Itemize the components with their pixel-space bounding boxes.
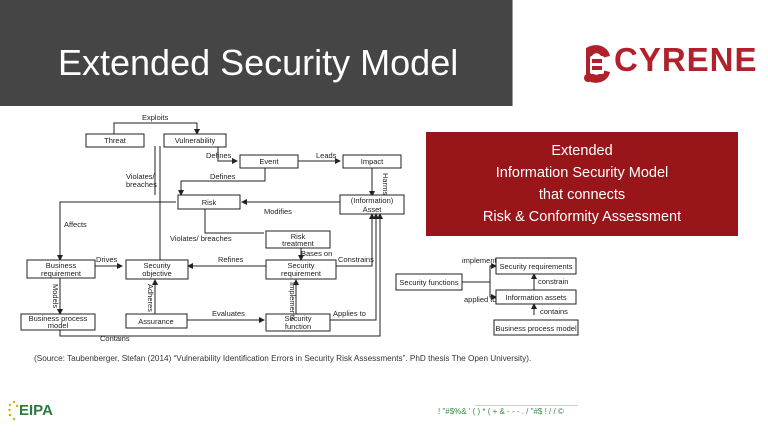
right-edge-contains: contains xyxy=(540,307,568,316)
label-event: Event xyxy=(259,157,279,166)
node-security-objective xyxy=(125,259,189,280)
label-assurance: Assurance xyxy=(138,317,173,326)
edge-label-constrains: Constrains xyxy=(338,255,374,264)
right-node-security-requirements xyxy=(495,257,577,275)
edge-label-exploits: Exploits xyxy=(142,113,169,122)
edge-label-applies-to: Applies to xyxy=(333,309,366,318)
node-security-requirement xyxy=(265,259,337,280)
label-business-requirement-1: Business xyxy=(46,261,77,270)
footer-copyright: ! "#$%& ' ( ) * ( + & - - - . / "#$ ! / … xyxy=(438,407,564,416)
right-edge-constrain: constrain xyxy=(538,277,568,286)
label-information-asset-1: (Information) xyxy=(351,196,394,205)
label-security-function-2: function xyxy=(285,322,311,331)
edge-label-violates-2: breaches xyxy=(126,180,157,189)
cyrene-logo-icon xyxy=(584,45,610,83)
label-impact: Impact xyxy=(361,157,384,166)
label-security-function-1: Security xyxy=(284,314,311,323)
callout-line-3: that connects xyxy=(538,187,626,203)
logo-text: CYRENE xyxy=(614,41,758,78)
label-risk-treatment-2: treatment xyxy=(282,239,315,248)
node-event xyxy=(239,154,299,169)
security-model-diagram: Threat Vulnerability Event Impact Risk (… xyxy=(20,113,579,343)
callout-line-4: Risk & Conformity Assessment xyxy=(482,209,682,225)
right-edge-applied-to: applied to xyxy=(464,295,497,304)
label-security-requirement-1: Security xyxy=(287,261,314,270)
node-risk-treatment xyxy=(265,230,331,249)
source-citation: (Source: Taubenberger, Stefan (2014) “Vu… xyxy=(34,354,532,363)
label-vulnerability: Vulnerability xyxy=(175,136,216,145)
edge-label-refines: Refines xyxy=(218,255,244,264)
cyrene-logo: CYRENE xyxy=(580,42,757,86)
right-label-security-functions: Security functions xyxy=(399,278,458,287)
right-label-security-requirements: Security requirements xyxy=(500,262,573,271)
node-information-asset xyxy=(339,194,405,215)
label-business-requirement-2: requirement xyxy=(41,269,82,278)
node-impact xyxy=(342,154,402,169)
node-vulnerability xyxy=(163,133,227,148)
edge-label-models: Models xyxy=(51,284,60,308)
node-security-function xyxy=(265,313,331,332)
edge-label-evaluates: Evaluates xyxy=(212,309,245,318)
node-business-process-model xyxy=(20,313,96,331)
right-node-information-assets xyxy=(495,289,577,305)
edge-label-harms: Harms xyxy=(381,173,390,195)
edge-label-defines-1: Defines xyxy=(206,151,232,160)
node-business-requirement xyxy=(26,259,96,279)
right-node-business-process-model xyxy=(493,319,579,336)
edge-label-drives: Drives xyxy=(96,255,118,264)
edge-label-adheres: Adheres xyxy=(146,284,155,312)
label-security-objective-2: objective xyxy=(142,269,172,278)
right-label-information-assets: Information assets xyxy=(505,293,567,302)
edge-label-modifies: Modifies xyxy=(264,207,292,216)
label-risk-treatment-1: Risk xyxy=(291,232,306,241)
edge-label-defines-2: Defines xyxy=(210,172,236,181)
label-security-objective-1: Security xyxy=(143,261,170,270)
right-node-security-functions xyxy=(395,273,463,291)
edge-label-violates-breaches: Violates/ breaches xyxy=(170,234,232,243)
edge-label-contains: Contains xyxy=(100,334,130,343)
right-edge-implement: implement xyxy=(462,256,498,265)
right-label-business-process-model: Business process model xyxy=(495,324,577,333)
slide-title: Extended Security Model xyxy=(58,42,459,83)
eipa-logo-icon xyxy=(8,400,19,421)
node-risk xyxy=(177,194,241,210)
label-security-requirement-2: requirement xyxy=(281,269,322,278)
node-assurance xyxy=(125,313,188,329)
label-business-process-model-1: Business process xyxy=(29,314,88,323)
node-threat xyxy=(85,133,145,148)
title-bar xyxy=(0,0,514,106)
title-bar-right-panel xyxy=(513,0,768,106)
footer-divider xyxy=(475,405,578,406)
label-risk: Risk xyxy=(202,198,217,207)
edge-label-violates-1: Violates/ xyxy=(126,172,156,181)
eipa-logo: EIPA xyxy=(8,399,68,423)
label-information-asset-2: Asset xyxy=(363,205,383,214)
callout-line-2: Information Security Model xyxy=(495,165,669,181)
callout-box: Extended Information Security Model that… xyxy=(426,132,738,236)
edge-label-leads: Leads xyxy=(316,151,337,160)
label-threat: Threat xyxy=(104,136,127,145)
edge-label-affects: Affects xyxy=(64,220,87,229)
callout-line-1: Extended xyxy=(551,143,613,159)
edge-label-bases-on: Bases on xyxy=(301,249,332,258)
eipa-logo-text: EIPA xyxy=(19,402,53,419)
label-business-process-model-2: model xyxy=(48,321,69,330)
edge-label-implements: Implements xyxy=(288,282,297,321)
